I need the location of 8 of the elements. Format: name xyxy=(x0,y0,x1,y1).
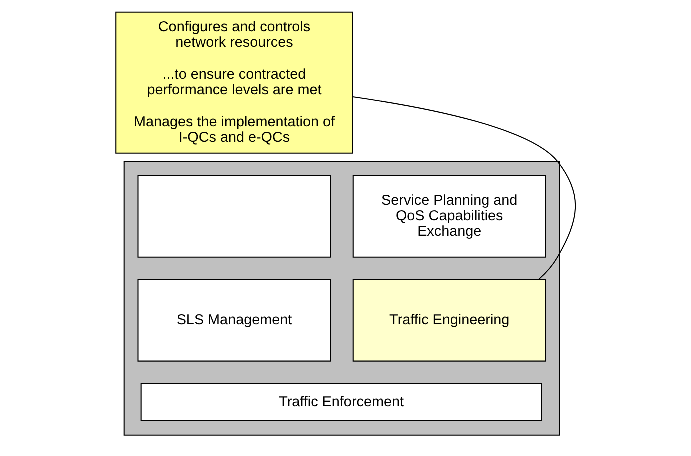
node-box: Configures and controls network resources ...to ensure contracted performance levels are met Manages the implementation of I-QCs and e-QCs xyxy=(115,12,353,154)
connector xyxy=(352,96,576,280)
node-box: Service Planning and QoS Capabilities Exchange xyxy=(352,176,546,258)
node-box xyxy=(137,176,331,258)
node-box: Traffic Engineering xyxy=(352,279,546,362)
node-box: Traffic Enforcement xyxy=(140,383,542,422)
cluster xyxy=(123,161,560,436)
node-box: SLS Management xyxy=(137,279,331,362)
